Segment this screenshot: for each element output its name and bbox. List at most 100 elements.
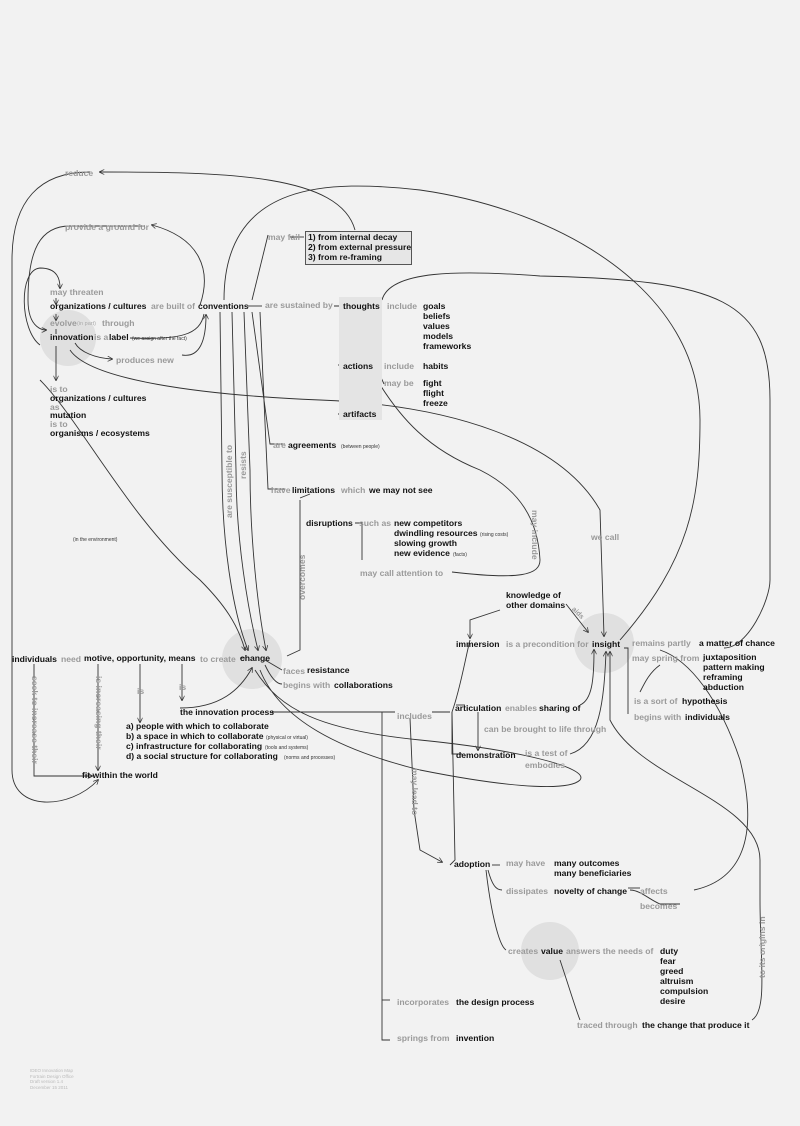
item-beliefs: beliefs <box>423 311 451 321</box>
item-values: values <box>423 321 450 331</box>
node-organisms: organisms / ecosystems <box>50 428 150 438</box>
item-greed: greed <box>660 966 684 976</box>
note-facts: (facts) <box>453 552 467 558</box>
item-pattern-making: pattern making <box>703 662 765 672</box>
node-innovation-process: the innovation process <box>180 707 275 717</box>
node-insight: insight <box>592 639 621 649</box>
label-resists: resists <box>238 451 248 479</box>
innovation-highlight <box>40 310 96 366</box>
label-may-spring: may spring from <box>632 653 700 663</box>
label-reduce: reduce <box>65 168 94 178</box>
label-as: as <box>50 402 60 412</box>
label-to-create: to create <box>200 654 236 664</box>
node-label: label <box>109 332 129 342</box>
note-option-c: (tools and systems) <box>265 745 309 751</box>
node-fit-within: fit within the world <box>82 770 158 780</box>
highlight-circles <box>40 310 634 980</box>
node-artifacts: artifacts <box>343 409 377 419</box>
item-reframing: reframing <box>703 672 743 682</box>
label-produces-new: produces new <box>116 355 174 365</box>
item-flight: flight <box>423 388 444 398</box>
label-may-fail: may fail <box>268 232 301 242</box>
item-new-evidence: new evidence <box>394 548 450 558</box>
label-remains-partly: remains partly <box>632 638 691 648</box>
node-thoughts: thoughts <box>343 301 380 311</box>
node-invention: invention <box>456 1033 495 1043</box>
label-enables: enables <box>505 703 538 713</box>
fail-reasons-box <box>305 231 412 265</box>
label-may-call: may call attention to <box>360 568 444 578</box>
note-in-part: (in part) <box>77 321 96 327</box>
label-is-test-of: is a test of <box>525 748 568 758</box>
label-is-2: is <box>179 682 187 692</box>
label-overcomes: overcomes <box>297 554 307 600</box>
node-collaborations: collaborations <box>334 680 393 690</box>
label-evolve: evolve <box>50 318 77 328</box>
label-is-to-1: is to <box>50 384 68 394</box>
label-brought-to-life: can be brought to life through <box>484 724 607 734</box>
node-individuals: individuals <box>12 654 57 664</box>
node-immersion: immersion <box>456 639 500 649</box>
item-dwindling: dwindling resources <box>394 528 478 538</box>
label-through: through <box>102 318 135 328</box>
item-models: models <box>423 331 454 341</box>
node-agreements: agreements <box>288 440 337 450</box>
node-articulation: articulation <box>455 703 502 713</box>
item-new-competitors: new competitors <box>394 518 463 528</box>
node-conventions: conventions <box>198 301 249 311</box>
label-incorporates: incorporates <box>397 997 450 1007</box>
label-begins-with-1: begins with <box>634 712 682 722</box>
node-innovation: innovation <box>50 332 94 342</box>
option-c: c) infrastructure for collaborating <box>126 741 263 751</box>
label-is-increasing: is increasing their <box>94 676 104 750</box>
label-begins-with-2: begins with <box>283 680 331 690</box>
fail-reason-1: 1) from internal decay <box>308 232 398 242</box>
node-design-process: the design process <box>456 997 535 1007</box>
node-novelty: novelty of change <box>554 886 628 896</box>
item-abduction: abduction <box>703 682 745 692</box>
label-is-1: is <box>137 686 145 696</box>
fail-reason-2: 2) from external pressure <box>308 242 412 252</box>
label-are-susceptible: are susceptible to <box>224 444 234 518</box>
node-demonstration: demonstration <box>456 750 516 760</box>
label-may-include: may include <box>530 510 540 560</box>
item-frameworks: frameworks <box>423 341 472 351</box>
item-compulsion: compulsion <box>660 986 709 996</box>
sustainers-band <box>339 297 382 420</box>
label-may-be: may be <box>384 378 414 388</box>
note-agreements: (between people) <box>341 444 380 450</box>
label-embodies: embodies <box>525 760 566 770</box>
label-is-precondition: is a precondition for <box>506 639 589 649</box>
node-limitations: limitations <box>292 485 335 495</box>
label-we-call: we call <box>591 532 620 542</box>
note-label: (we assign after the fact) <box>132 336 187 342</box>
option-b: b) a space in which to collaborate <box>126 731 264 741</box>
label-provide-ground: provide a ground for <box>65 222 150 232</box>
label-include-1: include <box>387 301 418 311</box>
item-goals: goals <box>423 301 446 311</box>
label-which: which <box>341 485 366 495</box>
item-fight: fight <box>423 378 442 388</box>
node-disruptions: disruptions <box>306 518 353 528</box>
label-may-lead-to: may lead to <box>410 768 420 816</box>
node-change: change <box>240 653 271 663</box>
node-many-beneficiaries: many beneficiaries <box>554 868 632 878</box>
node-sharing-of: sharing of <box>539 703 581 713</box>
label-need: need <box>61 654 82 664</box>
node-hypothesis: hypothesis <box>682 696 728 706</box>
label-to-its-origins: to its origins in <box>757 916 767 978</box>
node-many-outcomes: many outcomes <box>554 858 620 868</box>
note-option-d: (norms and processes) <box>284 755 336 761</box>
node-change-produce: the change that produce it <box>642 1020 750 1030</box>
item-habits: habits <box>423 361 449 371</box>
item-desire: desire <box>660 996 686 1006</box>
node-actions: actions <box>343 361 374 371</box>
label-answers-needs: answers the needs of <box>566 946 654 956</box>
note-in-env: (in the environment) <box>73 537 118 543</box>
label-faces: faces <box>283 666 305 676</box>
node-motive: motive, opportunity, means <box>84 653 196 663</box>
node-adoption: adoption <box>454 859 491 869</box>
label-springs-from: springs from <box>397 1033 450 1043</box>
item-duty: duty <box>660 946 679 956</box>
